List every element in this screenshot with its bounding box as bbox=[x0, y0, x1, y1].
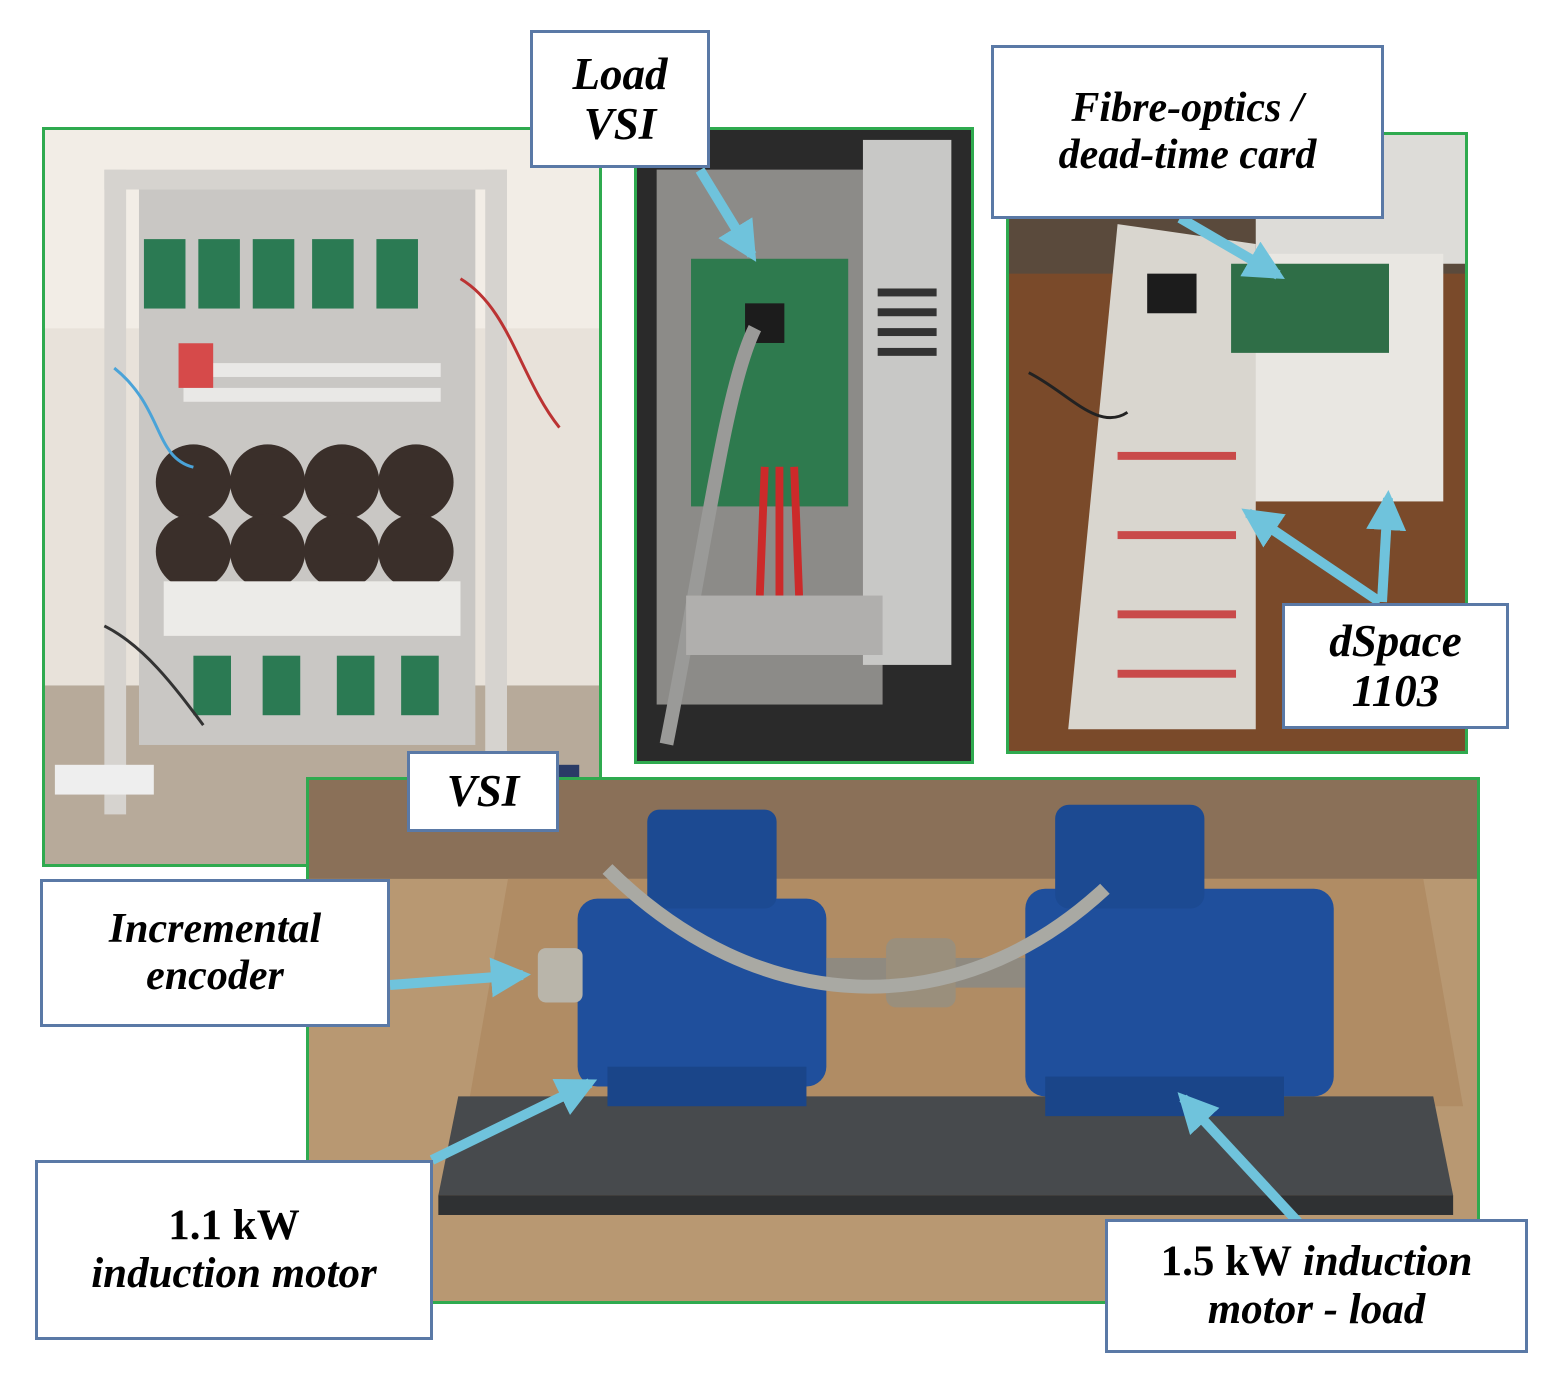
label-encoder-line2: encoder bbox=[146, 953, 284, 999]
motor-bench-photo bbox=[306, 777, 1480, 1304]
label-dspace: dSpace 1103 bbox=[1282, 603, 1509, 729]
motor-bench-illustration bbox=[309, 780, 1477, 1301]
label-load-vsi-line1: Load bbox=[572, 48, 668, 99]
label-fibre-optics-line2: dead-time card bbox=[1058, 132, 1317, 178]
label-encoder-line1: Incremental bbox=[108, 905, 322, 952]
label-fibre-optics-line1: Fibre-optics / bbox=[1071, 84, 1304, 131]
label-load-vsi: Load VSI bbox=[530, 30, 710, 168]
label-motor-15-line2: motor - load bbox=[1207, 1286, 1426, 1333]
label-vsi: VSI bbox=[407, 751, 559, 832]
label-dspace-line2: 1103 bbox=[1351, 666, 1440, 716]
label-load-vsi-line2: VSI bbox=[583, 99, 657, 149]
label-motor-15-type: induction bbox=[1292, 1237, 1473, 1285]
label-motor-15-power: 1.5 kW bbox=[1160, 1237, 1292, 1285]
label-motor-11-line1: 1.1 kW bbox=[168, 1201, 300, 1249]
label-dspace-line1: dSpace bbox=[1329, 615, 1462, 666]
label-motor-15: 1.5 kW induction motor - load bbox=[1105, 1219, 1528, 1353]
load-vsi-illustration bbox=[637, 130, 971, 761]
label-motor-11: 1.1 kW induction motor bbox=[35, 1160, 433, 1340]
label-fibre-optics: Fibre-optics / dead-time card bbox=[991, 45, 1384, 219]
load-vsi-photo bbox=[634, 127, 974, 764]
label-motor-15-line1: 1.5 kW induction bbox=[1161, 1238, 1473, 1286]
label-encoder: Incremental encoder bbox=[40, 879, 390, 1027]
label-motor-11-line2: induction motor bbox=[91, 1250, 377, 1297]
label-vsi-line1: VSI bbox=[446, 766, 520, 817]
